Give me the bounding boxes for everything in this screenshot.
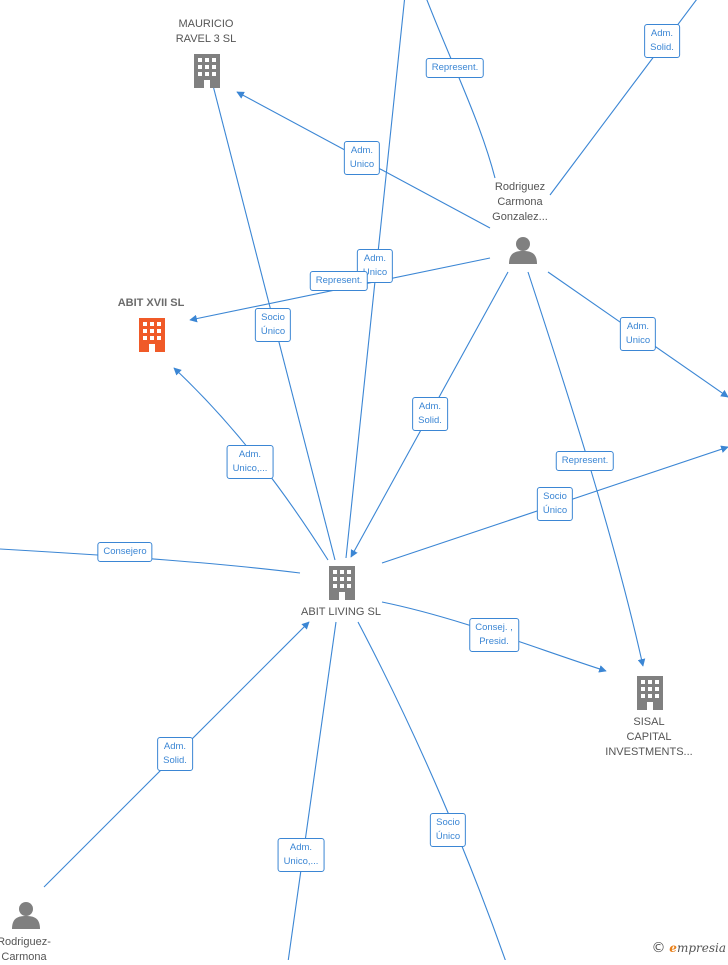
edge-label-line: Socio — [543, 491, 567, 502]
edge-label-adm-solid-bottom[interactable]: Adm. Solid. — [157, 737, 193, 771]
rodriguez2-label-line1: Rodriguez- — [0, 936, 51, 948]
edge-label-represent-top[interactable]: Represent. — [425, 58, 485, 78]
edge-label-line: Consej. , — [475, 622, 513, 633]
edge-label-line: Solid. — [163, 755, 187, 766]
edge-label-consej-presid[interactable]: Consej. , Presid. — [469, 618, 519, 652]
edge-label-socio-unico-right[interactable]: Socio Único — [536, 487, 574, 521]
edge-label-line: Adm. — [363, 253, 387, 264]
edge-label-line: Adm. — [650, 28, 674, 39]
edge-label-line: Solid. — [650, 42, 674, 53]
sisal-label[interactable]: SISAL CAPITAL INVESTMENTS... — [605, 715, 692, 760]
edge-represent-top — [426, 0, 496, 179]
edge-label-line: Adm. — [289, 842, 313, 853]
edge-label-line: Unico — [362, 267, 388, 278]
edge-label-line: Adm. — [163, 741, 187, 752]
abit-xvii-label[interactable]: ABIT XVII SL — [117, 297, 185, 309]
edge-label-consejero[interactable]: Consejero — [97, 542, 153, 562]
rodriguez-label-line3: Gonzalez... — [492, 211, 548, 223]
rodriguez-label-line2: Carmona — [497, 196, 543, 208]
edge-label-adm-unico-mauricio[interactable]: Adm. Unico — [343, 141, 381, 175]
copyright-icon: © — [651, 940, 666, 956]
edge-consejero — [0, 548, 301, 574]
edge-label-represent-sisal[interactable]: Represent. — [555, 451, 615, 471]
edge-label-adm-solid-mid[interactable]: Adm. Solid. — [412, 397, 448, 431]
edge-label-line: Único — [542, 505, 568, 516]
rodriguez-person-icon[interactable] — [509, 237, 537, 264]
mauricio-label-line2: RAVEL 3 SL — [175, 33, 237, 45]
brand-initial: e — [669, 941, 677, 955]
sisal-label-line1: SISAL — [633, 716, 665, 728]
edge-label-line: Adm. — [350, 145, 374, 156]
edge-label-line: Unico,... — [283, 856, 319, 867]
sisal-building-icon[interactable] — [637, 676, 663, 710]
brand-rest: mpresia — [676, 941, 726, 955]
mauricio-building-icon[interactable] — [194, 54, 220, 88]
edge-label-line: Solid. — [418, 415, 442, 426]
edge-label-line: Único — [435, 831, 461, 842]
abit-living-building-icon[interactable] — [329, 566, 355, 600]
edge-label-socio-unico-mauricio[interactable]: Socio Único — [254, 308, 292, 342]
edge-label-line: Adm. — [418, 401, 442, 412]
edge-label-line: Unico — [625, 335, 651, 346]
abit-xvii-building-icon[interactable] — [139, 318, 165, 352]
edge-label-line: Unico — [349, 159, 375, 170]
edge-label-line: Único — [260, 326, 286, 337]
rodriguez-label-line1: Rodriguez — [494, 181, 546, 193]
edge-label-socio-unico-bottom[interactable]: Socio Único — [429, 813, 467, 847]
edge-label-line: Adm. — [626, 321, 650, 332]
rodriguez2-person-icon[interactable] — [12, 902, 40, 929]
edge-label-line: Unico,... — [232, 463, 268, 474]
edge-label-adm-solid-top[interactable]: Adm. Solid. — [644, 24, 680, 58]
abit-living-label[interactable]: ABIT LIVING SL — [301, 606, 381, 618]
edge-adm-unico-bottom — [287, 621, 337, 960]
empresia-watermark: © empresia — [651, 940, 726, 956]
edge-label-line: Socio — [261, 312, 285, 323]
rodriguez-label[interactable]: Rodriguez Carmona Gonzalez... — [492, 180, 548, 225]
edge-socio-unico-bottom — [357, 621, 506, 960]
edge-label-line: Presid. — [479, 636, 509, 647]
edge-label-adm-unico-xvii[interactable]: Adm. Unico,... — [226, 445, 274, 479]
edge-label-line: Socio — [436, 817, 460, 828]
edge-label-adm-unico-right[interactable]: Adm. Unico — [619, 317, 657, 351]
sisal-label-line3: INVESTMENTS... — [605, 746, 693, 758]
edge-label-line: Adm. — [238, 449, 262, 460]
sisal-label-line2: CAPITAL — [626, 731, 672, 743]
mauricio-label[interactable]: MAURICIO RAVEL 3 SL — [176, 17, 237, 47]
edge-label-adm-unico-bottom[interactable]: Adm. Unico,... — [277, 838, 325, 872]
rodriguez2-label[interactable]: Rodriguez- Carmona — [0, 935, 51, 965]
mauricio-label-line1: MAURICIO — [178, 18, 234, 30]
rodriguez2-label-line2: Carmona — [1, 951, 47, 963]
edge-label-represent-xvii[interactable]: Represent. — [309, 271, 369, 291]
